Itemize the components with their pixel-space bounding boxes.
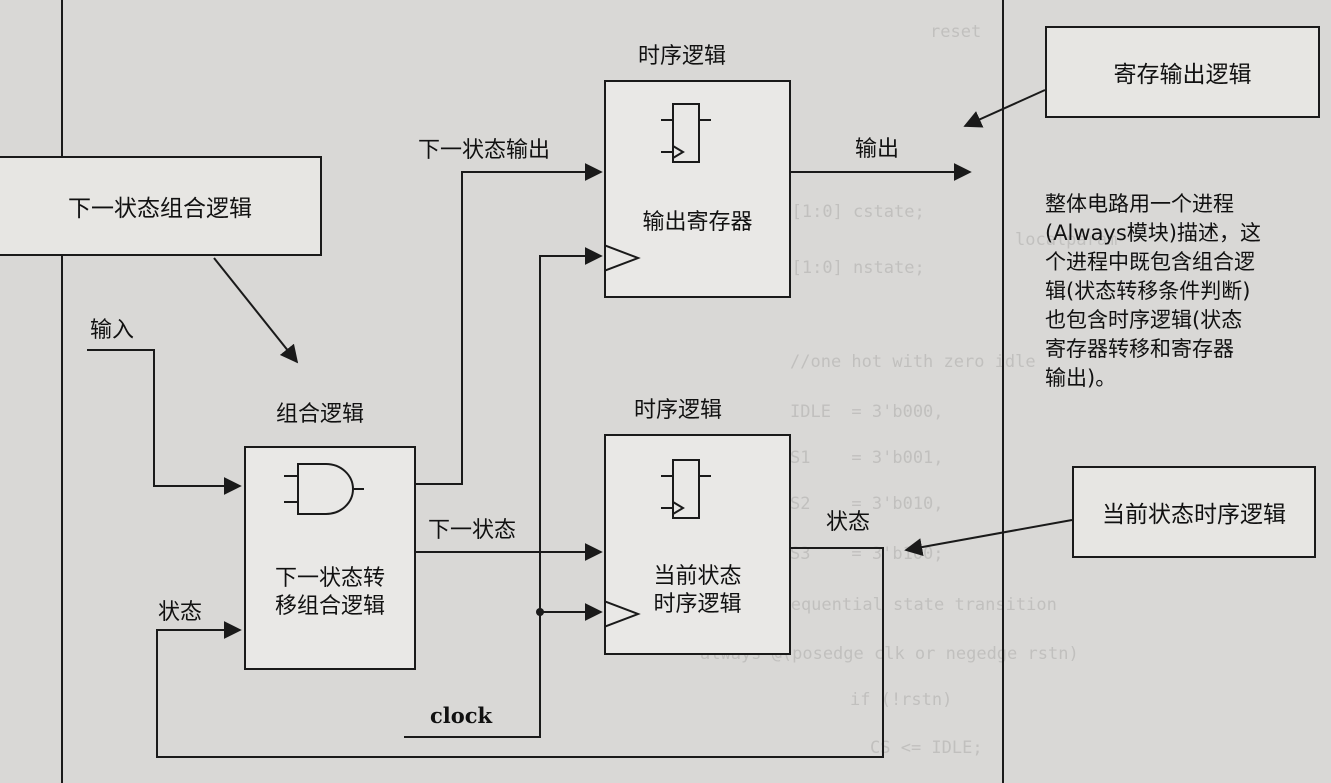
- background-code-line: localparam: [1015, 230, 1118, 250]
- signal-label-clock: clock: [430, 703, 493, 728]
- combinational-body-line-2: 移组合逻辑: [274, 594, 385, 619]
- note-line: 寄存器转移和寄存器: [1045, 337, 1234, 361]
- note-line: 个进程中既包含组合逻: [1045, 250, 1255, 274]
- callout-registered-output: 寄存输出逻辑: [1045, 26, 1320, 118]
- state-register-body-line-2: 时序逻辑: [653, 592, 742, 617]
- and-gate-icon: [284, 463, 364, 515]
- background-code-line: S2 = 3'b010,: [790, 494, 944, 514]
- background-code-line: S1 = 3'b001,: [790, 448, 944, 468]
- note-line: 辑(状态转移条件判断): [1045, 279, 1251, 303]
- note-line: 整体电路用一个进程: [1045, 192, 1234, 216]
- callout-arrow-registered-output: [963, 89, 1046, 128]
- input-wire: [87, 349, 242, 495]
- output-register-body: 输出寄存器: [642, 210, 753, 235]
- signal-label-next-state: 下一状态: [428, 518, 517, 543]
- background-code-line: reset: [930, 22, 982, 42]
- state-register-title: 时序逻辑: [634, 398, 723, 423]
- state-register-block: 当前状态 时序逻辑: [604, 434, 791, 655]
- signal-label-input: 输入: [90, 318, 135, 343]
- output-register-block: 输出寄存器: [604, 80, 791, 298]
- signal-label-output: 输出: [855, 137, 900, 162]
- note-line: 也包含时序逻辑(状态: [1045, 308, 1243, 332]
- background-code-line: //one hot with zero idle: [790, 352, 1036, 372]
- clock-input-triangle-icon: [604, 600, 641, 628]
- background-code-line: if (!rstn): [850, 690, 953, 710]
- clock-junction-dot: [536, 608, 544, 616]
- callout-arrow-next-state: [213, 257, 299, 364]
- state-register-body-line-1: 当前状态: [653, 564, 742, 589]
- background-code-line: always @(posedge clk or negedge rstn): [700, 644, 1079, 664]
- callout-current-state-seq: 当前状态时序逻辑: [1072, 466, 1316, 558]
- clock-input-triangle-icon: [604, 244, 641, 272]
- note-line: (Always模块)描述，这: [1045, 221, 1261, 245]
- signal-label-next-state-output: 下一状态输出: [418, 138, 551, 163]
- signal-label-state-in: 状态: [158, 600, 203, 625]
- combinational-body-line-1: 下一状态转: [274, 566, 385, 591]
- next-state-output-wire: [415, 163, 603, 485]
- outer-frame: [61, 0, 1004, 783]
- note-line: 输出)。: [1045, 366, 1117, 390]
- flip-flop-icon: [661, 459, 711, 519]
- combinational-logic-block: 下一状态转 移组合逻辑: [244, 446, 416, 670]
- background-code-line: IDLE = 3'b000,: [790, 402, 944, 422]
- description-note: 整体电路用一个进程 (Always模块)描述，这 个进程中既包含组合逻 辑(状态…: [1045, 190, 1295, 393]
- callout-arrow-current-state: [904, 519, 1073, 556]
- clock-wire: [404, 247, 603, 738]
- state-feedback-wire: [156, 547, 884, 758]
- combinational-block-title: 组合逻辑: [276, 402, 365, 427]
- callout-next-state-logic: 下一状态组合逻辑: [0, 156, 322, 256]
- output-register-title: 时序逻辑: [638, 44, 727, 69]
- flip-flop-icon: [661, 103, 711, 163]
- background-code-line: CS <= IDLE;: [870, 738, 983, 758]
- signal-label-state-out: 状态: [826, 510, 871, 535]
